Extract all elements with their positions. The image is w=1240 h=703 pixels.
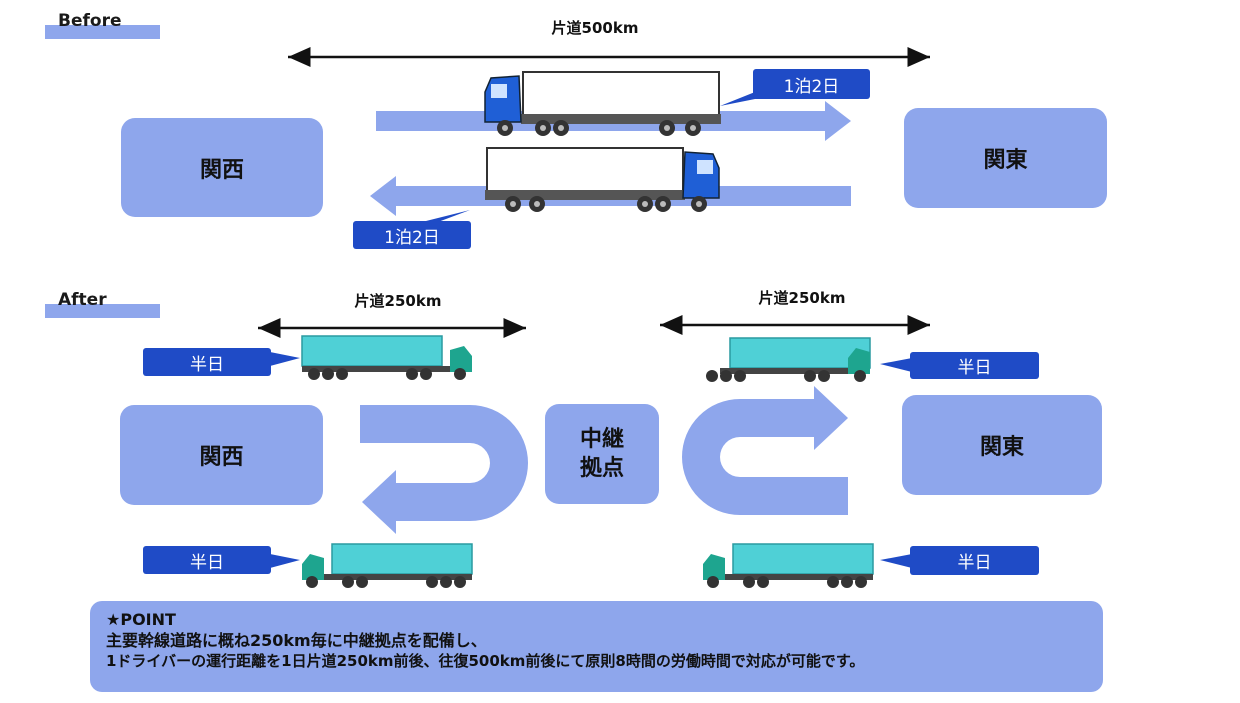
point-line-1: 主要幹線道路に概ね250km毎に中継拠点を配備し、: [106, 631, 487, 650]
before-badge-top: 1泊2日: [753, 69, 870, 99]
truck-icon: [485, 147, 720, 212]
before-label-bar: [45, 25, 160, 39]
uturn-arrow-left: [360, 405, 528, 534]
uturn-arrow-right: [682, 386, 848, 515]
before-destination-box: 関東: [904, 108, 1107, 208]
after-distance-label-right: 片道250km: [758, 289, 846, 307]
before-label: Before: [58, 11, 122, 31]
after-badge-bottom-right: 半日: [910, 546, 1039, 575]
after-label: After: [58, 290, 107, 310]
before-badge-bottom: 1泊2日: [353, 221, 471, 249]
truck-icon: [706, 337, 871, 382]
after-badge-top-right: 半日: [910, 352, 1039, 379]
truck-icon: [703, 543, 874, 588]
point-title: ★POINT: [106, 610, 176, 629]
truck-icon: [484, 71, 721, 136]
before-distance-label: 片道500km: [551, 19, 639, 37]
after-distance-label-left: 片道250km: [354, 292, 442, 310]
point-line-2: 1ドライバーの運行距離を1日片道250km前後、往復500km前後にて原則8時間…: [106, 652, 865, 670]
after-badge-top-left: 半日: [143, 348, 271, 376]
truck-icon: [301, 335, 472, 380]
relay-hub-box: 中継 拠点: [545, 404, 659, 504]
after-label-bar: [45, 304, 160, 318]
after-destination-box: 関東: [902, 395, 1102, 495]
truck-icon: [302, 543, 473, 588]
point-box: ★POINT 主要幹線道路に概ね250km毎に中継拠点を配備し、 1ドライバーの…: [90, 601, 1103, 692]
after-badge-bottom-left: 半日: [143, 546, 271, 574]
after-origin-box: 関西: [120, 405, 323, 505]
before-origin-box: 関西: [121, 118, 323, 217]
